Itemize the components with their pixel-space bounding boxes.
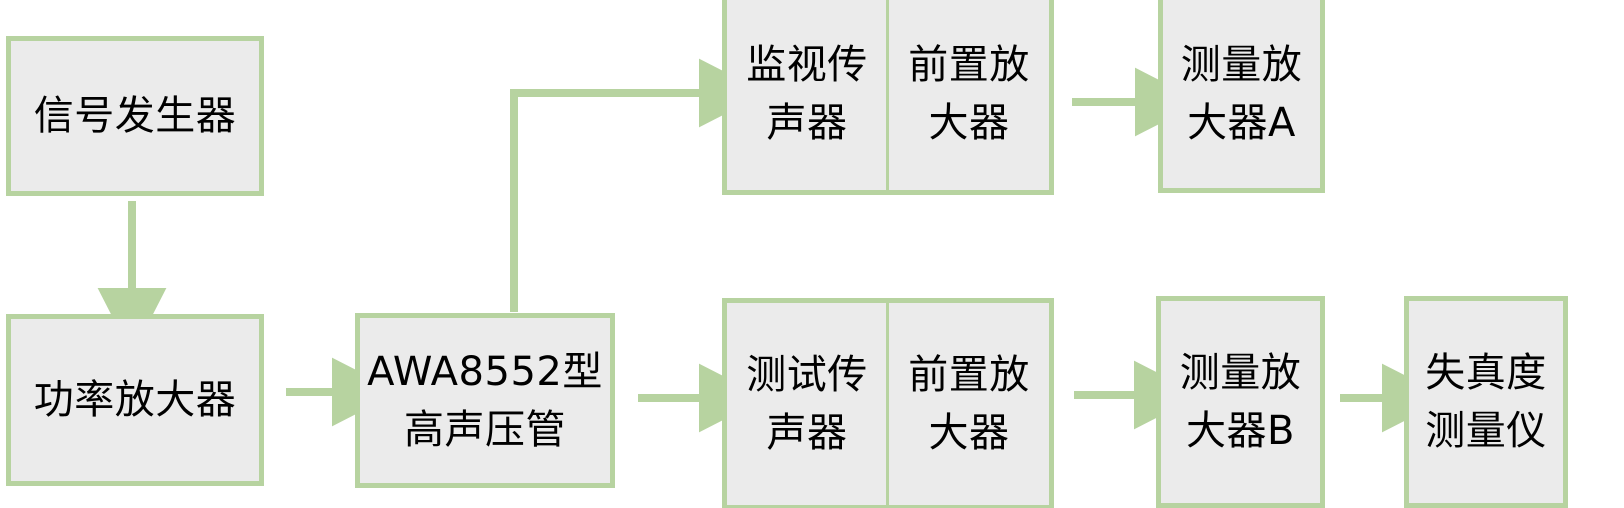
- node-label-awa8552-high-pressure-tube: AWA8552型 高声压管: [367, 348, 603, 453]
- node-label-monitor-microphone: 监视传 声器: [746, 41, 868, 146]
- node-measuring-amplifier-a[interactable]: 测量放 大器A: [1158, 0, 1325, 193]
- node-label-power-amplifier: 功率放大器: [33, 377, 237, 423]
- node-label-distortion-meter: 失真度 测量仪: [1425, 350, 1547, 454]
- node-distortion-meter[interactable]: 失真度 测量仪: [1404, 296, 1568, 508]
- node-power-amplifier[interactable]: 功率放大器: [6, 314, 264, 486]
- node-label-preamplifier-top: 前置放 大器: [908, 41, 1030, 146]
- node-label-signal-generator: 信号发生器: [33, 93, 237, 139]
- node-label-preamplifier-bottom: 前置放 大器: [908, 352, 1030, 456]
- node-measuring-amplifier-b[interactable]: 测量放 大器B: [1156, 296, 1325, 508]
- node-label-measuring-amplifier-a: 测量放 大器A: [1180, 41, 1303, 146]
- node-label-test-microphone: 测试传 声器: [746, 352, 868, 456]
- connector-awa8552-to-monitor-microphone: [510, 58, 767, 312]
- node-test-microphone[interactable]: 测试传 声器: [722, 298, 890, 508]
- node-preamplifier-top[interactable]: 前置放 大器: [886, 0, 1054, 195]
- node-monitor-microphone[interactable]: 监视传 声器: [722, 0, 890, 195]
- node-signal-generator[interactable]: 信号发生器: [6, 36, 264, 196]
- node-preamplifier-bottom[interactable]: 前置放 大器: [886, 298, 1054, 508]
- node-label-measuring-amplifier-b: 测量放 大器B: [1179, 350, 1302, 454]
- node-awa8552-high-pressure-tube[interactable]: AWA8552型 高声压管: [355, 313, 615, 488]
